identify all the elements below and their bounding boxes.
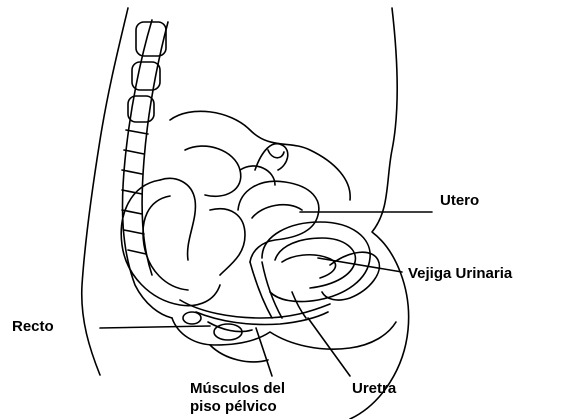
recto-pointer: [100, 326, 210, 328]
abdominal-wall-outline: [350, 8, 409, 419]
vaginal-canal: [250, 262, 272, 318]
label-utero: Utero: [440, 192, 479, 209]
label-recto: Recto: [12, 318, 54, 335]
label-musculos-line2: piso pélvico: [190, 398, 277, 415]
back-outline: [82, 8, 128, 375]
label-vejiga-urinaria: Vejiga Urinaria: [408, 265, 512, 282]
uterus-outline: [238, 181, 319, 262]
label-uretra: Uretra: [352, 380, 396, 397]
anus: [183, 312, 201, 324]
lower-body-outline: [172, 318, 396, 349]
intestine-loops: [170, 111, 350, 200]
bladder-outline: [262, 222, 370, 302]
label-musculos-line1: Músculos del: [190, 380, 285, 397]
sacrum-outline: [122, 20, 172, 318]
